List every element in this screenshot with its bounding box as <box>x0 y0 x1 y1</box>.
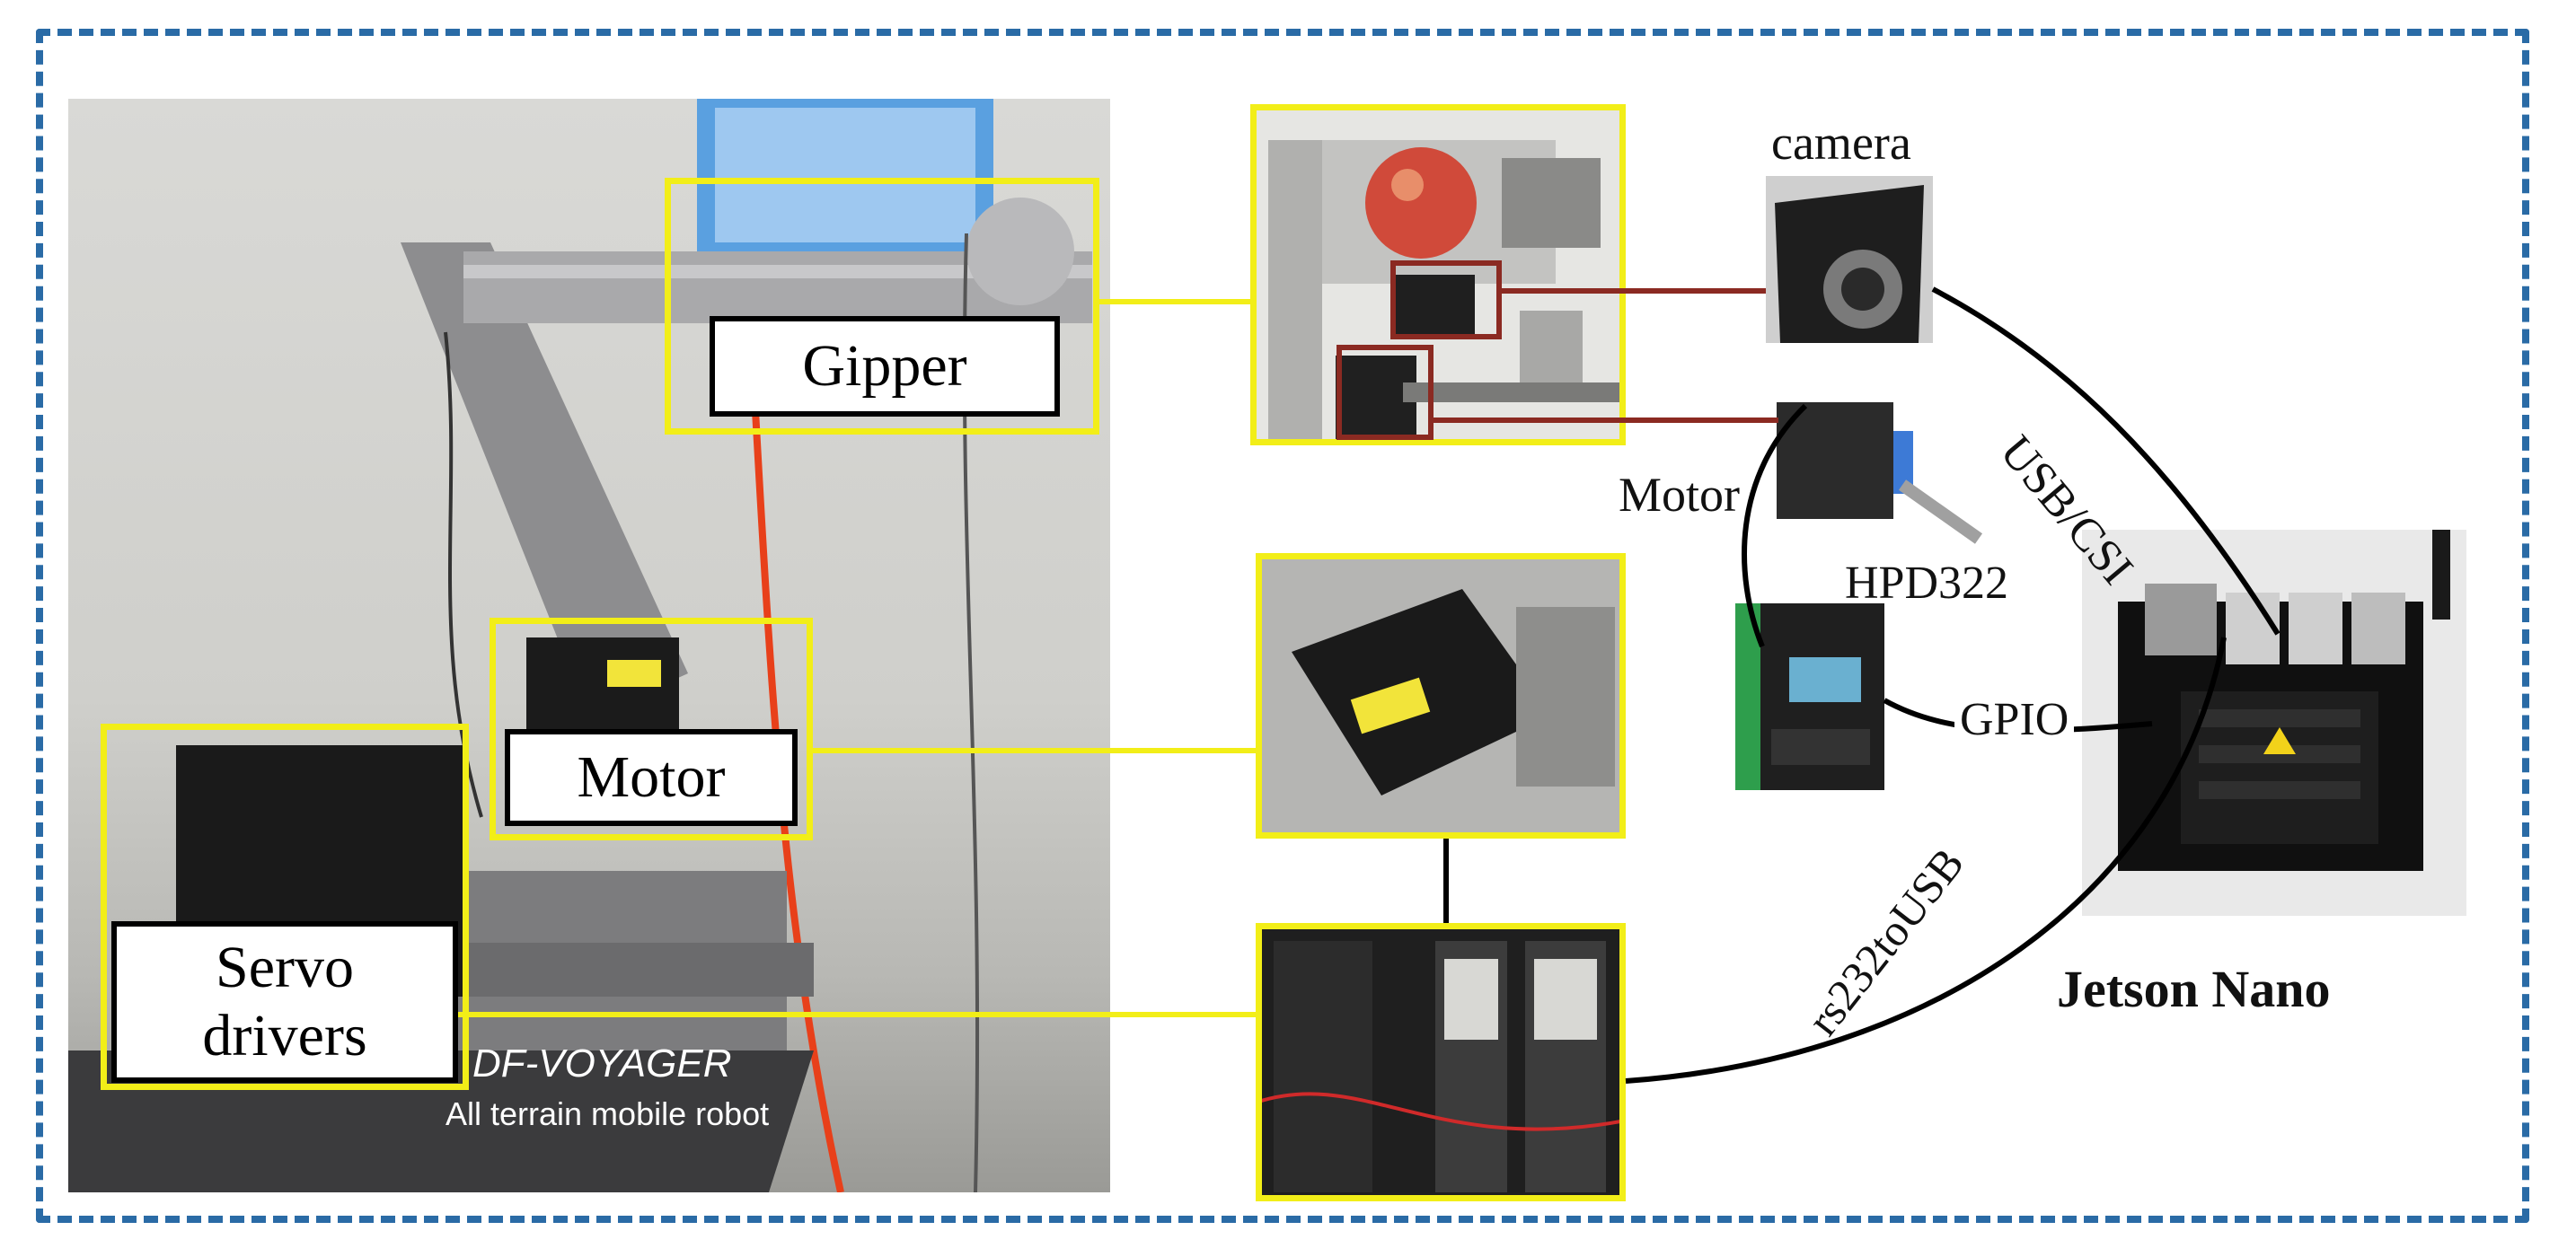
robot-brand-text: DF-VOYAGER <box>472 1042 732 1086</box>
hpd322-text: HPD322 <box>1845 558 2009 609</box>
robot-illustration <box>68 99 1092 1192</box>
gpio-text: GPIO <box>1954 693 2075 746</box>
board-icon <box>2118 530 2450 871</box>
motor-detail-photo <box>1256 553 1626 839</box>
servo-detail-highlight <box>1256 923 1626 1201</box>
servo-drivers-label: Servo drivers <box>111 921 458 1083</box>
gripper-illustration <box>1268 140 1626 445</box>
driver-icon <box>1735 603 1884 790</box>
stepper-motor-photo <box>1768 386 1983 548</box>
dashed-frame <box>36 29 2529 1223</box>
gripper-detail-highlight <box>1250 104 1626 445</box>
jetson-board-photo <box>2082 530 2466 916</box>
rs232-wire <box>1625 637 2227 1084</box>
camera-photo <box>1766 176 1933 343</box>
servo-highlight <box>101 724 469 1090</box>
camera-text: camera <box>1771 116 1911 170</box>
motor-detail-highlight <box>1256 553 1626 839</box>
camera-icon <box>1775 185 1924 343</box>
jetson-nano-text: Jetson Nano <box>2057 960 2331 1018</box>
gripper-label: Gipper <box>710 316 1060 417</box>
motor-closeup-illustration <box>1256 553 1626 839</box>
servo-cabinet-illustration <box>1256 941 1626 1192</box>
motor-small-text: Motor <box>1619 468 1740 522</box>
stepper-icon <box>1777 402 1983 544</box>
motor-driver-wire <box>1742 403 1808 648</box>
motor-connector-box <box>1337 345 1434 440</box>
gripper-detail-photo <box>1250 104 1626 445</box>
motor-label: Motor <box>505 729 798 826</box>
usb-csi-wire <box>1931 286 2280 636</box>
gripper-highlight <box>665 178 1099 435</box>
servo-detail-photo <box>1256 923 1626 1201</box>
camera-connector-box <box>1390 260 1502 339</box>
motor-highlight <box>490 618 813 840</box>
robot-tagline-text: All terrain mobile robot <box>446 1095 770 1132</box>
